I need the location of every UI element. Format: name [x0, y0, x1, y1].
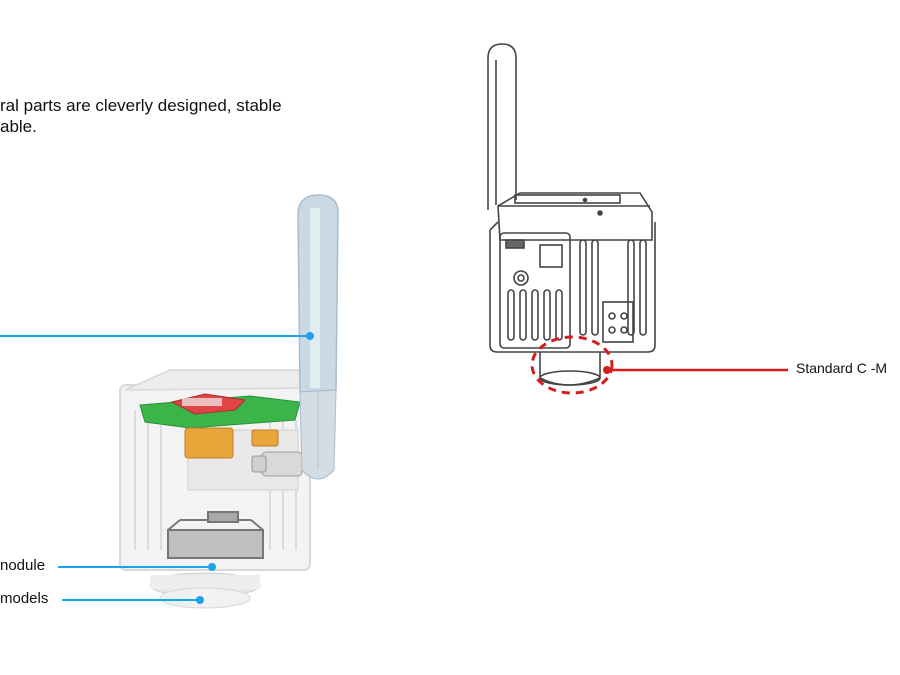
- housing-top: [124, 369, 312, 391]
- camera-line-drawing: [487, 43, 656, 386]
- outline-lens-mount: [539, 352, 601, 386]
- outline-antenna: [487, 43, 517, 210]
- leader-dot-models: [196, 596, 204, 604]
- outline-vents-side: [579, 239, 647, 336]
- mount-highlight-circle: [530, 335, 614, 395]
- callout-module: nodule: [0, 557, 46, 574]
- callout-standard-mount: Standard C -M: [796, 360, 888, 376]
- intro-line-1: ral parts are cleverly designed, stable: [0, 96, 282, 115]
- connector-small: [251, 429, 279, 447]
- sensor-module: [167, 511, 264, 559]
- intro-line-2: able.: [0, 117, 37, 136]
- antenna: [297, 194, 339, 480]
- leader-dot-standard-mount: [603, 366, 611, 374]
- outline-vents-front: [507, 289, 563, 341]
- leader-lines-blue: [0, 335, 310, 601]
- intro-text: ral parts are cleverly designed, stable …: [0, 95, 380, 137]
- connector-large: [184, 427, 234, 459]
- sma-connector: [251, 451, 303, 477]
- leader-dot-module: [208, 563, 216, 571]
- leader-dot-antenna: [306, 332, 314, 340]
- callout-models: models: [0, 590, 49, 607]
- camera-cutaway: [119, 369, 312, 609]
